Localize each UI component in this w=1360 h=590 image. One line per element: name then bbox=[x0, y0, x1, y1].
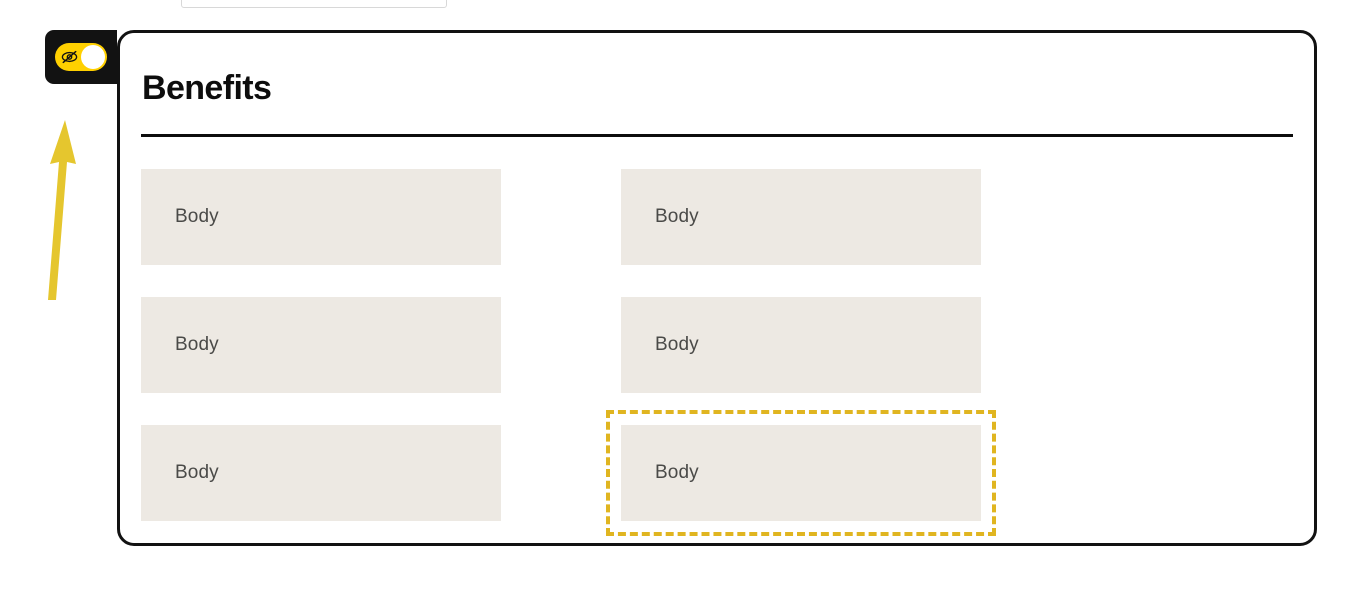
eye-off-icon bbox=[61, 50, 78, 64]
benefit-box-5[interactable]: Body bbox=[141, 425, 501, 521]
benefit-cell-1[interactable]: Body bbox=[141, 169, 501, 265]
benefit-box-3[interactable]: Body bbox=[141, 297, 501, 393]
benefit-cell-5[interactable]: Body bbox=[141, 425, 501, 521]
visibility-toggle[interactable] bbox=[55, 43, 107, 71]
benefits-card-body: Benefits Body Body Body bbox=[141, 69, 1293, 543]
benefit-cell-6-selected[interactable]: Body bbox=[606, 410, 996, 536]
benefit-box-label: Body bbox=[175, 462, 219, 483]
title-divider bbox=[141, 134, 1293, 137]
benefit-box-label: Body bbox=[655, 462, 699, 483]
visibility-toggle-badge[interactable] bbox=[45, 30, 117, 84]
toggle-knob[interactable] bbox=[81, 45, 105, 69]
benefit-box-1[interactable]: Body bbox=[141, 169, 501, 265]
arrow-up-icon bbox=[48, 120, 76, 300]
benefit-box-label: Body bbox=[655, 334, 699, 355]
benefit-cell-2[interactable]: Body bbox=[621, 169, 981, 265]
benefits-card: Benefits Body Body Body bbox=[117, 30, 1317, 546]
benefit-box-4[interactable]: Body bbox=[621, 297, 981, 393]
clipped-input-field[interactable] bbox=[181, 0, 447, 8]
grid-gutter bbox=[501, 297, 621, 393]
benefit-box-label: Body bbox=[175, 206, 219, 227]
benefit-box-6[interactable]: Body bbox=[621, 425, 981, 521]
benefit-cell-4[interactable]: Body bbox=[621, 297, 981, 393]
benefit-cell-3[interactable]: Body bbox=[141, 297, 501, 393]
benefit-box-label: Body bbox=[655, 206, 699, 227]
page-title: Benefits bbox=[142, 69, 272, 107]
benefit-box-2[interactable]: Body bbox=[621, 169, 981, 265]
grid-gutter bbox=[501, 425, 621, 521]
benefit-box-label: Body bbox=[175, 334, 219, 355]
benefits-grid: Body Body Body Body bbox=[141, 169, 1290, 536]
grid-gutter bbox=[501, 169, 621, 265]
